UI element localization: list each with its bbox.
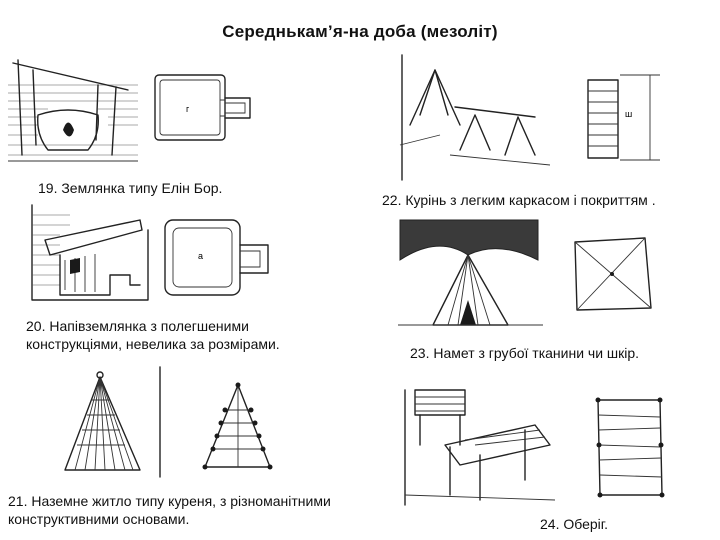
caption-20-line2: конструкціями, невелика за розмірами. bbox=[26, 336, 280, 352]
figure-19-section bbox=[8, 59, 138, 162]
caption-24: 24. Оберіг. bbox=[540, 516, 609, 532]
figure-22-frame bbox=[399, 54, 551, 181]
figure-23-tent bbox=[398, 219, 543, 326]
figure-20-section bbox=[31, 204, 149, 301]
caption-20-line1: 20. Напівземлянка з полегшеними bbox=[26, 318, 249, 334]
figure-22-plan: ш bbox=[587, 74, 660, 161]
figure-23-plan bbox=[574, 237, 652, 311]
page-title: Середнькам’я-на доба (мезоліт) bbox=[222, 22, 498, 41]
plan-20-label: а bbox=[198, 251, 203, 261]
figure-21-hut bbox=[64, 366, 273, 478]
caption-21-line2: конструктивними основами. bbox=[8, 511, 190, 527]
figure-19-plan: г bbox=[154, 74, 251, 141]
figure-24-shelter bbox=[404, 389, 556, 506]
plan-22-label: ш bbox=[625, 109, 632, 119]
caption-21-line1: 21. Наземне житло типу куреня, з різнома… bbox=[8, 493, 331, 509]
figure-24-plan bbox=[595, 397, 665, 498]
caption-23: 23. Намет з грубої тканини чи шкір. bbox=[410, 345, 640, 361]
figure-20-plan: а bbox=[164, 219, 269, 296]
caption-19: 19. Землянка типу Елін Бор. bbox=[38, 180, 223, 196]
plan-19-label: г bbox=[186, 104, 190, 114]
caption-22: 22. Курінь з легким каркасом і покриттям… bbox=[382, 192, 656, 208]
